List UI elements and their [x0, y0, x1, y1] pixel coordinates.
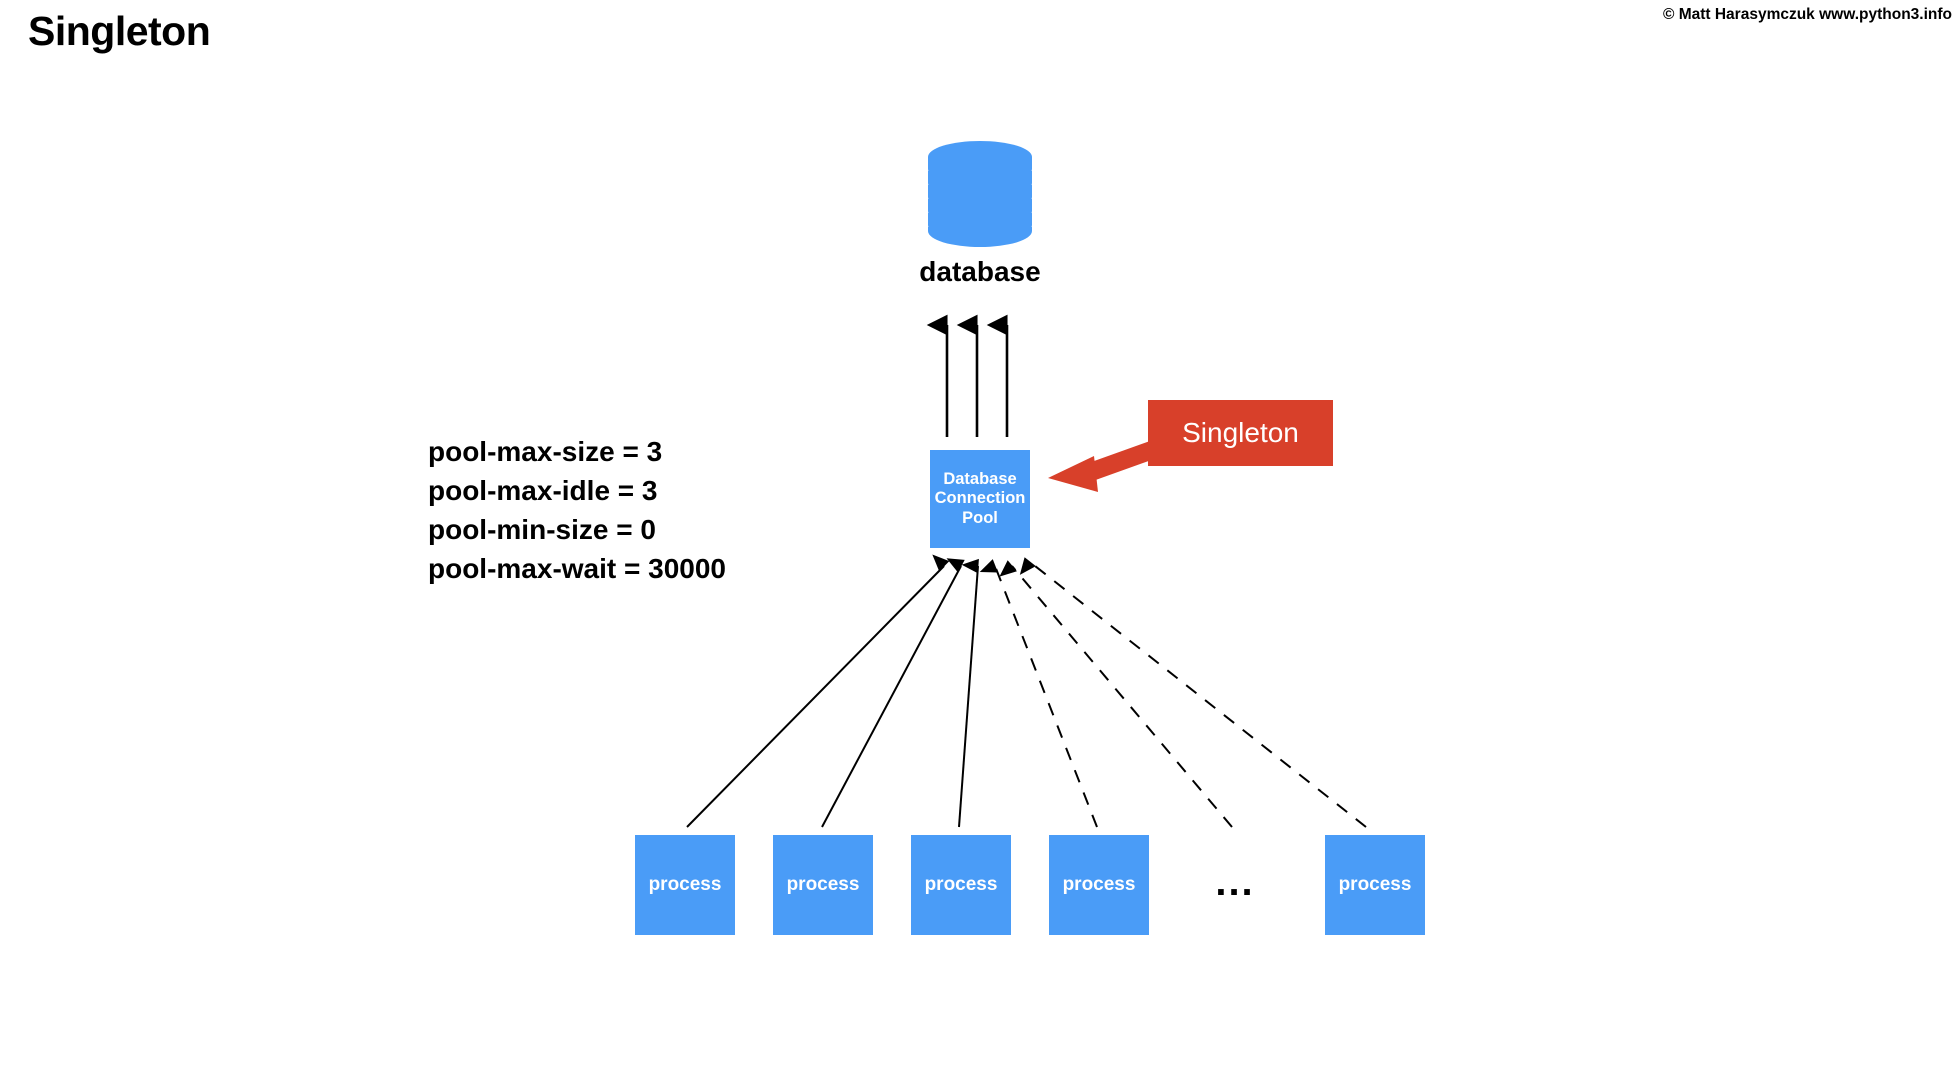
config-line-2: pool-max-idle = 3 [428, 475, 658, 506]
pool-label-line-2: Connection [934, 489, 1026, 508]
database-cylinder-icon [928, 141, 1032, 247]
pool-config-text: pool-max-size = 3 pool-max-idle = 3 pool… [428, 432, 726, 588]
process-node-5[interactable]: process [1325, 835, 1425, 935]
pool-label-line-3: Pool [962, 508, 998, 527]
process-node-3[interactable]: process [911, 835, 1011, 935]
pool-label-line-1: Database [943, 469, 1017, 488]
config-line-1: pool-max-size = 3 [428, 436, 663, 467]
process-label: process [1062, 873, 1136, 895]
singleton-callout-box[interactable]: Singleton [1148, 400, 1333, 466]
config-line-4: pool-max-wait = 30000 [428, 553, 727, 584]
process-connector-2 [821, 558, 965, 828]
process-label: process [786, 873, 860, 895]
singleton-callout-arrow [1048, 441, 1158, 492]
config-line-3: pool-min-size = 0 [428, 514, 656, 545]
process-label: process [1338, 873, 1412, 895]
database-label: database [919, 256, 1041, 287]
process-node-4[interactable]: process [1049, 835, 1149, 935]
process-node-2[interactable]: process [773, 835, 873, 935]
process-connector-3 [958, 558, 979, 828]
copyright-notice: © Matt Harasymczuk www.python3.info [1662, 6, 1952, 23]
process-label: process [924, 873, 998, 895]
process-node-1[interactable]: process [635, 835, 735, 935]
database-connection-pool-node[interactable]: Database Connection Pool [930, 450, 1030, 548]
process-ellipsis: ... [1215, 860, 1255, 904]
page-title: Singleton [28, 8, 211, 54]
process-connector-5 [999, 560, 1233, 828]
pool-to-database-arrows [926, 314, 1009, 437]
process-label: process [648, 873, 722, 895]
process-to-pool-connectors [686, 554, 1367, 828]
singleton-callout-label: Singleton [1182, 417, 1299, 448]
process-connector-1 [686, 554, 950, 828]
